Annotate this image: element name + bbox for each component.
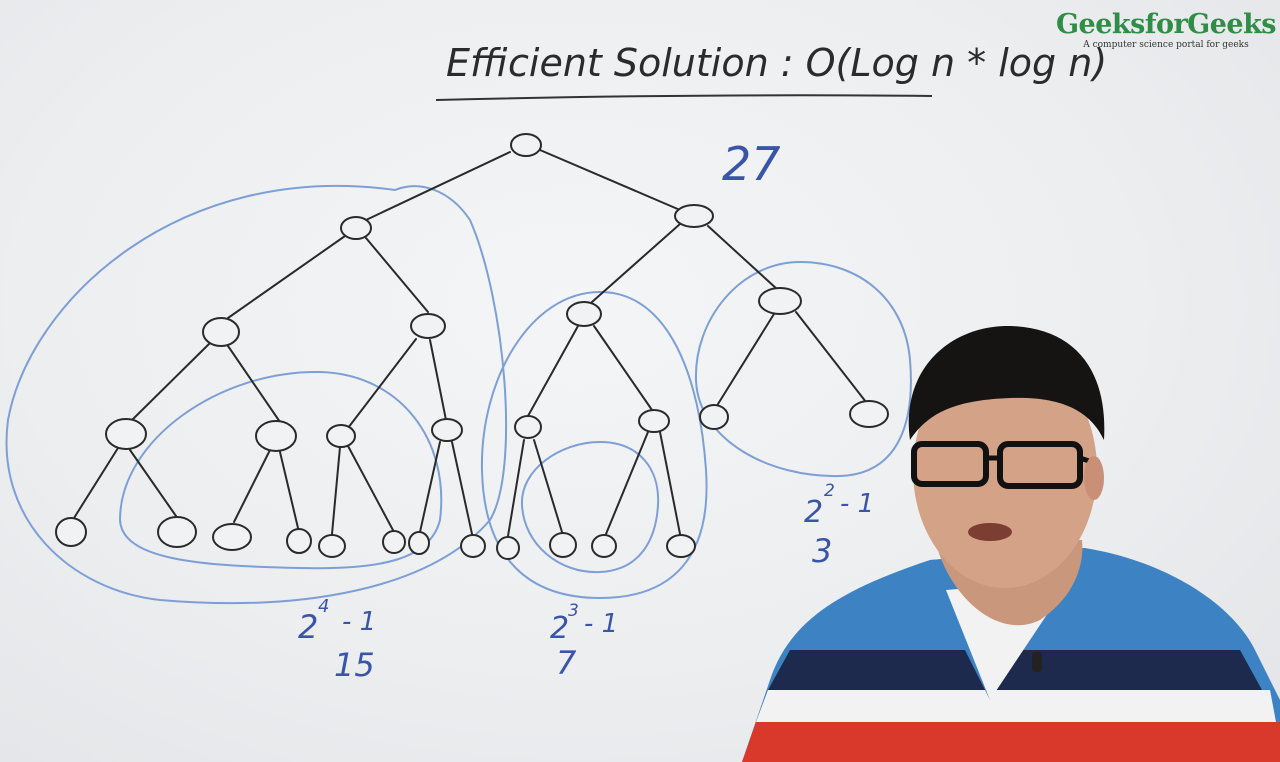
tree-node (431, 418, 463, 442)
tree-node (496, 536, 520, 560)
presenter-face (913, 352, 1097, 588)
middle-inner-loop (520, 440, 660, 574)
middle-subtree-count: 7 (556, 644, 577, 682)
tree-node (549, 532, 577, 558)
tree-node (286, 528, 312, 554)
title-underline (435, 94, 933, 101)
total-node-count: 27 (722, 137, 781, 191)
presenter-hair (908, 325, 1105, 440)
middle-subtree-loop (480, 290, 708, 600)
left-subtree-loop (5, 184, 508, 605)
tree-node (55, 517, 87, 547)
tree-node (638, 409, 670, 433)
left-formula-rest: - 1 (342, 607, 376, 637)
tree-node (410, 313, 446, 339)
tree-node (212, 523, 252, 551)
middle-formula-exponent: 3 (568, 601, 579, 621)
left-subtree-count: 15 (334, 646, 375, 684)
tree-node (514, 415, 542, 439)
tree-node (318, 534, 346, 558)
left-formula-exponent: 4 (318, 596, 329, 617)
right-subtree-loop (694, 260, 912, 478)
right-formula-base: 2 (804, 495, 823, 530)
tree-node (849, 400, 889, 428)
right-formula-exponent: 2 (824, 481, 835, 501)
tree-node (566, 301, 602, 327)
tree-node (699, 404, 729, 430)
board-title: Efficient Solution : O(Log n * log n) (446, 41, 1107, 85)
left-inner-loop (118, 370, 443, 570)
tree-nodes (55, 133, 889, 560)
tree-edges (73, 149, 867, 537)
middle-formula-base: 2 (550, 611, 569, 646)
tree-node (382, 530, 406, 554)
right-subtree-count: 3 (812, 532, 832, 570)
tree-node (326, 424, 356, 448)
subtree-loops (5, 184, 912, 605)
lapel-microphone (1032, 652, 1042, 672)
middle-formula-rest: - 1 (584, 609, 618, 639)
tree-node (674, 204, 714, 228)
left-formula-base: 2 (298, 608, 318, 646)
channel-logo: GeeksforGeeks A computer science portal … (1056, 9, 1277, 51)
tree-node (105, 418, 147, 450)
middle-subtree-formula: 2 3 - 1 7 (550, 601, 618, 682)
tree-node (255, 420, 297, 452)
left-subtree-formula: 2 4 - 1 15 (298, 596, 376, 684)
logo-name: GeeksforGeeks (1056, 9, 1277, 40)
tree-node (157, 516, 197, 548)
tree-node (202, 317, 240, 347)
tree-node (666, 534, 696, 558)
tree-node (460, 534, 486, 558)
tree-node (340, 216, 372, 240)
tree-node (591, 534, 617, 558)
tree-node (510, 133, 542, 157)
tree-node (758, 287, 802, 315)
right-formula-rest: - 1 (840, 489, 874, 519)
presenter (742, 325, 1280, 762)
logo-tagline: A computer science portal for geeks (1083, 40, 1249, 50)
right-subtree-formula: 2 2 - 1 3 (804, 481, 874, 570)
tree-node (408, 531, 430, 555)
